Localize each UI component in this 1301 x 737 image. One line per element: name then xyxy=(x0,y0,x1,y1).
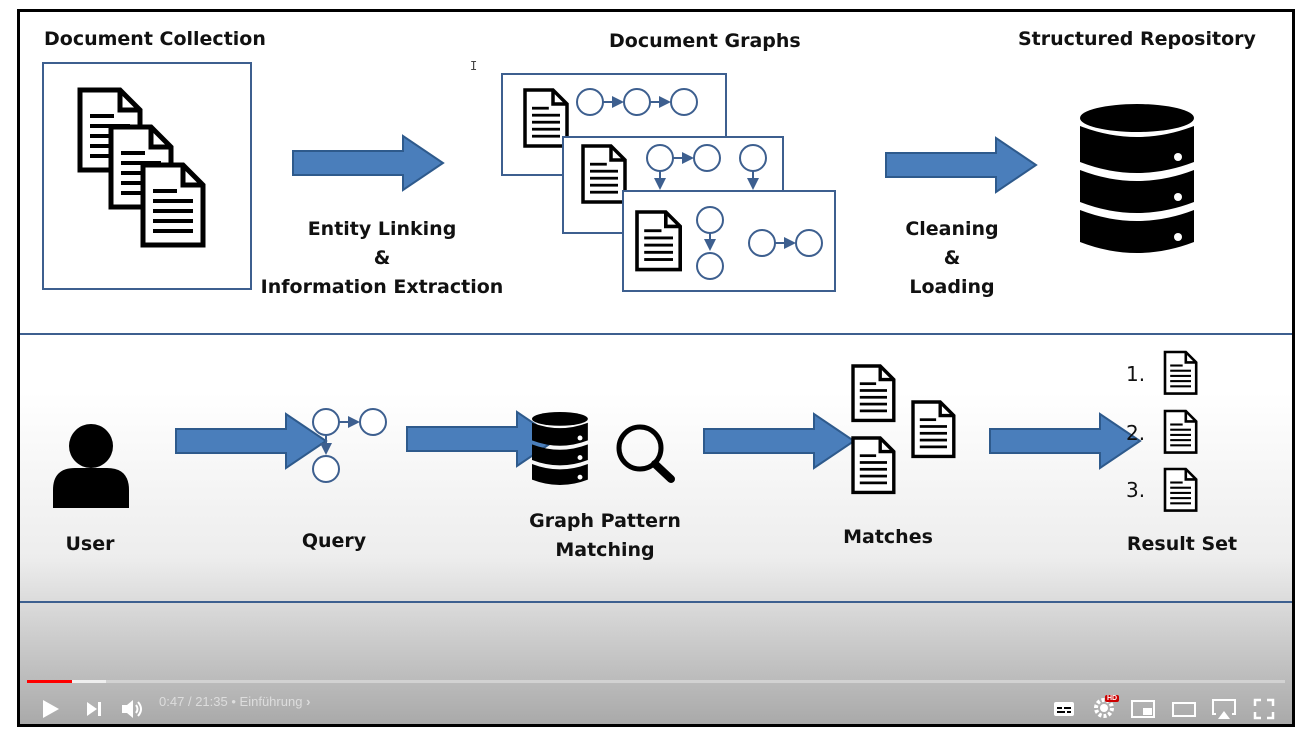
text-cursor-icon: I xyxy=(470,59,478,73)
document-icon xyxy=(143,165,203,245)
graph-node xyxy=(623,88,651,116)
settings-button[interactable]: HD xyxy=(1093,695,1120,721)
time-separator: / xyxy=(187,694,192,709)
user-icon xyxy=(53,424,129,508)
document-icon xyxy=(1163,467,1198,512)
result-rank-1: 1. xyxy=(1126,362,1146,386)
subtitles-icon[interactable] xyxy=(1053,699,1075,719)
video-player[interactable]: I Document Collection Document Graphs St… xyxy=(17,9,1295,727)
document-graphs-title: Document Graphs xyxy=(609,30,801,52)
arrow-right-icon xyxy=(292,135,444,191)
document-collection-title: Document Collection xyxy=(44,28,266,50)
progress-bar[interactable] xyxy=(27,680,1285,683)
airplay-icon[interactable] xyxy=(1211,697,1237,721)
play-icon[interactable] xyxy=(39,698,61,720)
fullscreen-icon[interactable] xyxy=(1253,698,1275,720)
progress-played xyxy=(27,680,73,683)
miniplayer-icon[interactable] xyxy=(1131,698,1155,720)
slide-graphics xyxy=(20,62,1292,603)
graph-node xyxy=(795,229,823,257)
document-icon xyxy=(1163,409,1198,454)
graph-node xyxy=(312,408,340,436)
structured-repository-title: Structured Repository xyxy=(1018,28,1256,50)
document-icon xyxy=(1163,350,1198,395)
graph-node xyxy=(748,229,776,257)
theater-icon[interactable] xyxy=(1172,698,1196,720)
magnifier-icon xyxy=(616,424,675,483)
graph-node xyxy=(693,144,721,172)
graph-node xyxy=(646,144,674,172)
settings-icon xyxy=(1094,698,1114,718)
cleaning-loading-label: Cleaning & Loading xyxy=(905,218,999,298)
hd-badge: HD xyxy=(1105,695,1120,702)
document-icon xyxy=(635,210,683,272)
player-controls: 0:47 / 21:35 • Einführung › HD xyxy=(17,667,1295,727)
next-icon[interactable] xyxy=(84,699,104,719)
result-set-label: Result Set xyxy=(1126,533,1238,555)
matches-label: Matches xyxy=(843,526,933,548)
arrow-right-icon xyxy=(885,137,1037,193)
chapter-separator: • xyxy=(231,694,236,709)
video-frame-slide: I Document Collection Document Graphs St… xyxy=(20,12,1292,724)
database-icon xyxy=(1080,104,1194,253)
document-icon xyxy=(851,364,896,423)
result-rank-3: 3. xyxy=(1126,478,1146,502)
document-icon xyxy=(581,144,627,204)
graph-node xyxy=(312,455,340,483)
volume-icon[interactable] xyxy=(120,697,146,721)
user-label: User xyxy=(65,533,115,555)
graph-node xyxy=(739,144,767,172)
document-icon xyxy=(523,88,569,148)
arrow-right-icon xyxy=(989,413,1141,469)
chapter-title[interactable]: Einführung xyxy=(239,694,303,709)
time-total: 21:35 xyxy=(195,694,228,709)
time-current: 0:47 xyxy=(159,694,185,709)
document-icon xyxy=(911,400,956,459)
document-icon xyxy=(851,436,896,495)
graph-pattern-matching-label: Graph Pattern Matching xyxy=(529,510,681,561)
graph-node xyxy=(696,252,724,280)
graph-node xyxy=(576,88,604,116)
arrow-right-icon xyxy=(703,413,855,469)
entity-linking-label: Entity Linking & Information Extraction xyxy=(260,218,504,298)
graph-node xyxy=(696,206,724,234)
graph-node xyxy=(670,88,698,116)
arrow-right-icon xyxy=(175,413,327,469)
database-icon xyxy=(532,412,588,486)
result-rank-2: 2. xyxy=(1126,421,1146,445)
chevron-right-icon[interactable]: › xyxy=(306,694,311,709)
query-label: Query xyxy=(301,530,367,552)
graph-node xyxy=(359,408,387,436)
time-display: 0:47 / 21:35 • Einführung › xyxy=(159,694,310,709)
